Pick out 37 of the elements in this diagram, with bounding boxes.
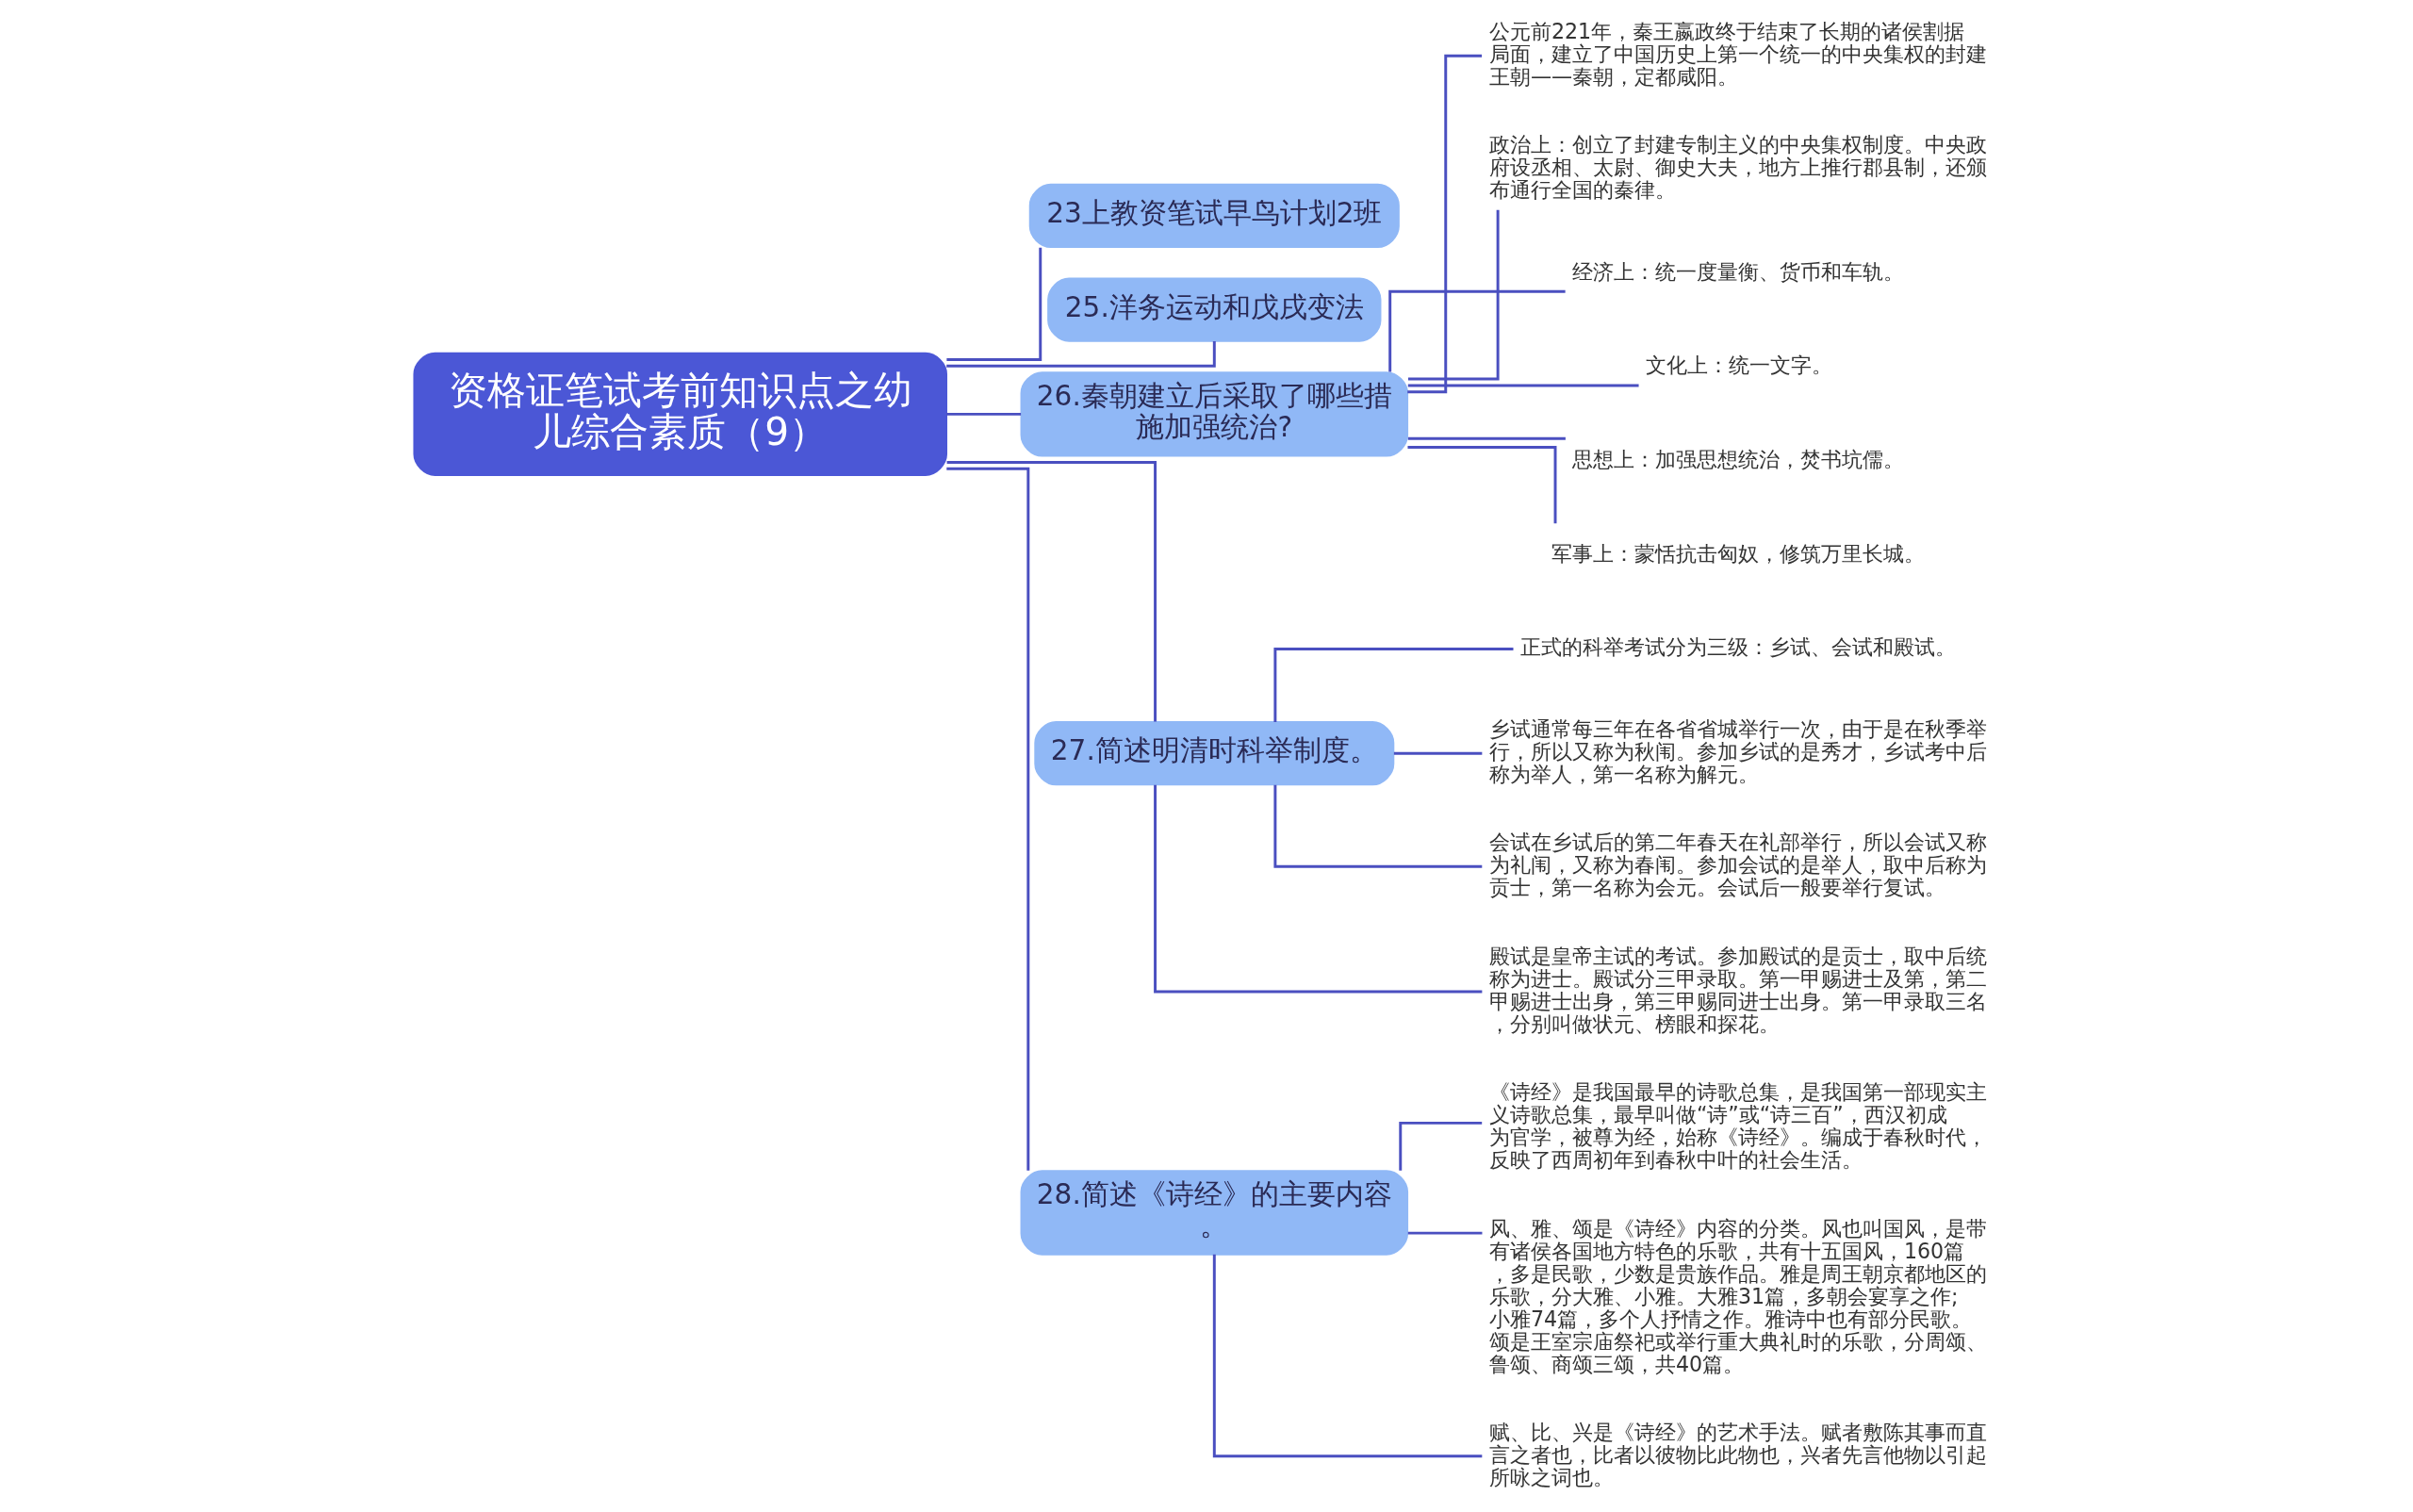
- node-text: 正式的科举考试分为三级：乡试、会试和殿试。: [1520, 634, 1957, 660]
- node-box: 28.简述《诗经》的主要内容。: [1020, 1170, 1409, 1256]
- connector: [946, 412, 1022, 416]
- connector: [1212, 1254, 1483, 1458]
- node-text: 乡试通常每三年在各省省城举行一次，由于是在秋季举行，所以又称为秋闱。参加乡试的是秀才，乡试考中后称为举人，第一名称为解元。: [1488, 715, 1987, 786]
- connector: [946, 460, 1157, 722]
- connector: [1273, 648, 1514, 722]
- connector: [1273, 784, 1483, 868]
- node-text: 殿试是皇帝主试的考试。参加殿试的是贡士，取中后统称为进士。殿试分三甲录取。第一甲赐进士及第，第二甲赐进士出身，第三甲赐同进士出身。第一甲录取三名，分别叫做状元、榜眼和探花。: [1488, 943, 1987, 1036]
- connector: [1407, 209, 1500, 381]
- node-text: 经济上：统一度量衡、货币和车轨。: [1572, 258, 1905, 284]
- node-text: 公元前221年，秦王嬴政终于结束了长期的诸侯割据局面，建立了中国历史上第一个统一的中央集权的封建王朝——秦朝，定都咸阳。: [1488, 18, 1987, 89]
- node-box: 25.洋务运动和戊戌变法: [1047, 277, 1382, 342]
- node-text: 赋、比、兴是《诗经》的艺术手法。赋者敷陈其事而直言之者也，比者以彼物比此物也，兴者先言他物以引起所咏之词也。: [1488, 1419, 1987, 1489]
- connector: [1154, 784, 1483, 994]
- connector: [1407, 384, 1639, 387]
- node-text: 会试在乡试后的第二年春天在礼部举行，所以会试又称为礼闱，又称为春闱。参加会试的是举人，取中后称为贡士，第一名称为会元。会试后一般要举行复试。: [1488, 829, 1987, 899]
- connector: [1407, 445, 1557, 524]
- node-text: 文化上：统一文字。: [1645, 353, 1832, 378]
- node-box: 27.简述明清时科举制度。: [1034, 721, 1395, 786]
- node-text: 军事上：蒙恬抗击匈奴，修筑万里长城。: [1551, 540, 1926, 566]
- node-box: 26.秦朝建立后采取了哪些措施加强统治?: [1020, 371, 1409, 457]
- connector: [1399, 1121, 1483, 1171]
- connector: [1407, 1231, 1483, 1235]
- connector: [1407, 436, 1566, 440]
- connector: [1393, 751, 1483, 755]
- node-text: 《诗经》是我国最早的诗歌总集，是我国第一部现实主义诗歌总集，最早叫做“诗”或“诗三百”，西汉初成为官学，被尊为经，始称《诗经》。编成于春秋时代，反映了西周初年到春秋中叶的社会生活。: [1488, 1078, 1987, 1172]
- connector: [1388, 289, 1566, 372]
- connector: [1407, 54, 1483, 394]
- node-text: 风、雅、颂是《诗经》内容的分类。风也叫国风，是带有诸侯各国地方特色的乐歌，共有十五国风，160篇，多是民歌，少数是贵族作品。雅是周王朝京都地区的乐歌，分大雅、小雅。大雅31篇，多朝会宴享之作;小雅74篇，多个人抒情之作。雅诗中也有部分民歌。颂是王室宗庙祭祀或举行重大典礼时的乐歌，分周颂、鲁颂、商颂三颂，共40篇。: [1488, 1215, 1987, 1376]
- node-box: 23上教资笔试早鸟计划2班: [1028, 183, 1400, 249]
- connector: [946, 467, 1030, 1171]
- node-text: 政治上：创立了封建专制主义的中央集权制度。中央政府设丞相、太尉、御史大夫，地方上推行郡县制，还颁布通行全国的秦律。: [1488, 131, 1987, 202]
- connector: [946, 340, 1216, 368]
- node-text: 思想上：加强思想统治，焚书坑儒。: [1572, 446, 1905, 471]
- node-box: 资格证笔试考前知识点之幼儿综合素质（9）: [413, 352, 948, 476]
- connector: [946, 247, 1042, 361]
